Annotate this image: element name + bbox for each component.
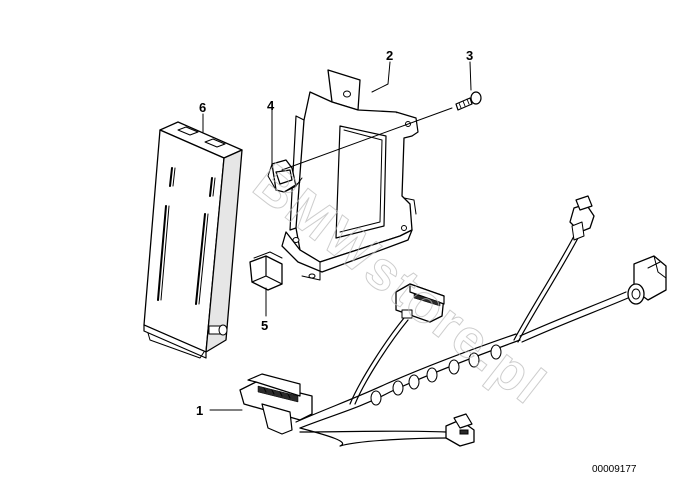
reference-number: 00009177 [592,464,637,475]
screw [455,91,482,111]
callout-1: 1 [196,403,203,418]
four-pin-connector [395,283,445,323]
multi-pin-connector [239,373,313,435]
retaining-clip-upper [267,159,303,193]
callout-5: 5 [261,318,268,333]
leader-lines [202,61,472,411]
wiring-harness [295,235,629,447]
callout-3: 3 [466,48,473,63]
callout-2: 2 [386,48,393,63]
control-module [143,121,243,359]
callout-6: 6 [199,100,206,115]
callout-4: 4 [267,98,275,113]
small-connector-top [569,195,595,241]
round-connector [627,255,667,305]
small-plug-bottom [445,413,475,447]
retaining-clip-lower [249,251,283,291]
